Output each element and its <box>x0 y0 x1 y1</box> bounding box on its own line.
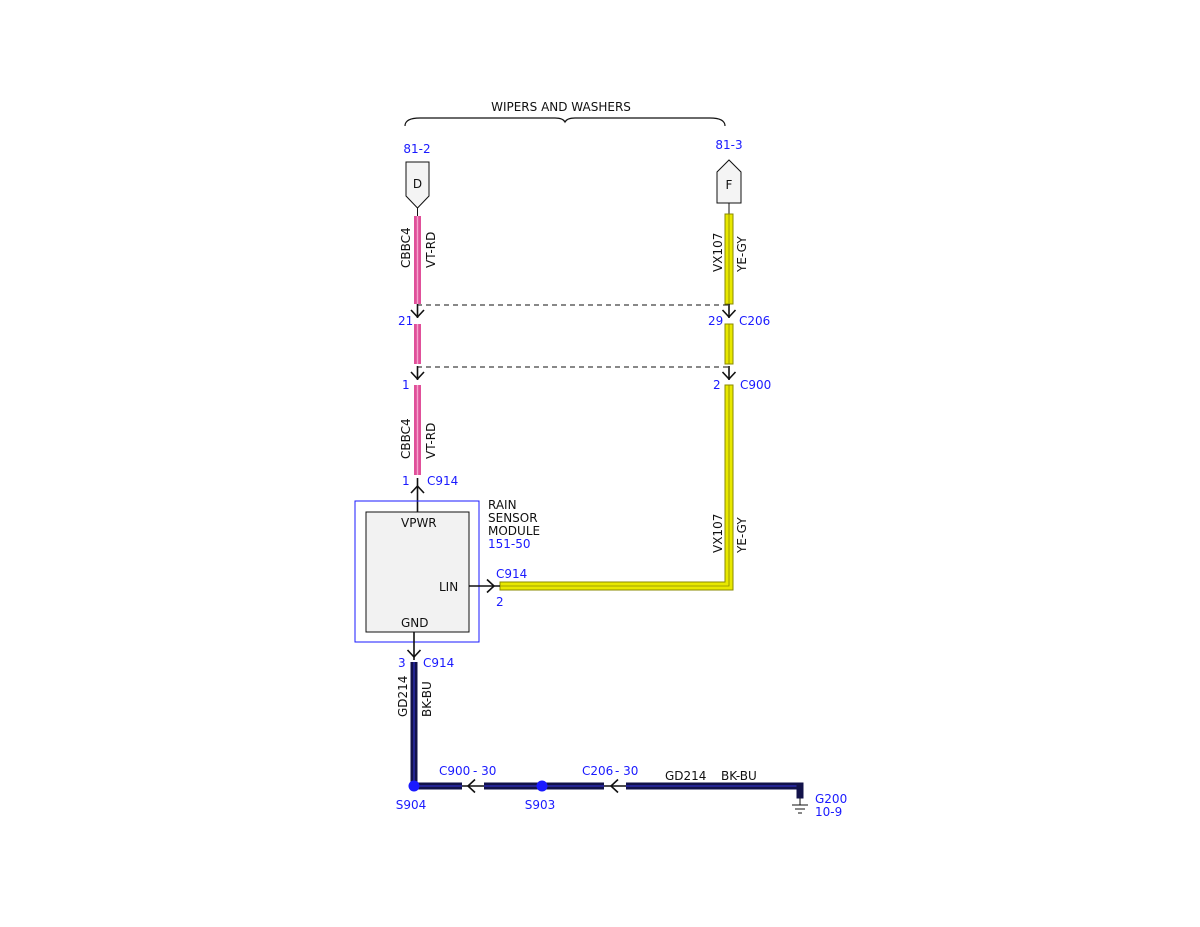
ground-c900-ref[interactable]: - 30 <box>473 764 496 778</box>
ground-c206-label[interactable]: C206 <box>582 764 613 778</box>
ground-c206-ref[interactable]: - 30 <box>615 764 638 778</box>
terminal-d-label: D <box>413 177 422 191</box>
terminal-d-shape <box>405 161 430 209</box>
violet-wire-circuit-bottom: CBBC4 <box>399 418 413 459</box>
yellow-wire-circuit-bottom: VX107 <box>711 514 725 553</box>
ground-wire-color-vertical: BK-BU <box>420 681 434 717</box>
module-inner-box[interactable] <box>365 511 470 633</box>
splice-s904-dot[interactable] <box>408 780 420 792</box>
c914-gnd-pin: 3 <box>398 656 406 670</box>
c206-pin-right: 29 <box>708 314 723 328</box>
c900-label[interactable]: C900 <box>740 378 771 392</box>
c914-vpwr-pin: 1 <box>402 474 410 488</box>
c206-pin-left: 21 <box>398 314 413 328</box>
yellow-wire-color-bottom: YE-GY <box>735 517 749 554</box>
c900-ground-connector-icon <box>462 778 484 794</box>
c900-connector-right-icon <box>721 366 737 381</box>
splice-s903-label[interactable]: S903 <box>525 798 556 812</box>
yellow-wire-circuit-top: VX107 <box>711 233 725 272</box>
module-name-line2: SENSOR <box>488 511 538 525</box>
ground-wire-circuit-vertical: GD214 <box>396 676 410 717</box>
violet-wire-color-top: VT-RD <box>424 232 438 268</box>
c914-lin-pin: 2 <box>496 595 504 609</box>
module-name-line3: MODULE <box>488 524 540 538</box>
left-ref-label[interactable]: 81-2 <box>403 142 430 156</box>
violet-wire-circuit-top: CBBC4 <box>399 227 413 268</box>
c206-label[interactable]: C206 <box>739 314 770 328</box>
terminal-f-shape <box>716 159 742 204</box>
title-brace <box>404 117 726 127</box>
c914-gnd-label[interactable]: C914 <box>423 656 454 670</box>
splice-s904-label[interactable]: S904 <box>396 798 427 812</box>
c914-vpwr-label[interactable]: C914 <box>427 474 458 488</box>
terminal-f-label: F <box>726 178 733 192</box>
right-ref-label[interactable]: 81-3 <box>715 138 742 152</box>
module-pin-lin: LIN <box>439 580 458 594</box>
c206-ground-connector-icon <box>604 778 626 794</box>
c914-gnd-connector-icon <box>406 632 422 660</box>
c206-connector-left-icon <box>410 304 425 319</box>
ground-point-label[interactable]: G200 <box>815 792 847 806</box>
ground-symbol-icon <box>792 798 808 814</box>
module-ref-link[interactable]: 151-50 <box>488 537 531 551</box>
title-text: WIPERS AND WASHERS <box>491 100 631 114</box>
yellow-wire-color-top: YE-GY <box>735 236 749 273</box>
module-pin-vpwr: VPWR <box>401 516 437 530</box>
ground-wire-circuit-horizontal: GD214 <box>665 769 706 783</box>
ground-wire-color-horizontal: BK-BU <box>721 769 757 783</box>
c900-connector-left-icon <box>410 366 425 381</box>
c914-vpwr-connector-icon <box>410 478 425 512</box>
c206-connector-right-icon <box>721 304 737 319</box>
c914-lin-label[interactable]: C914 <box>496 567 527 581</box>
c900-pin-right: 2 <box>713 378 721 392</box>
module-outer-box <box>354 500 480 643</box>
module-name-line1: RAIN <box>488 498 517 512</box>
c900-pin-left: 1 <box>402 378 410 392</box>
splice-s903-dot[interactable] <box>536 780 548 792</box>
module-pin-gnd: GND <box>401 616 429 630</box>
ground-point-ref[interactable]: 10-9 <box>815 805 842 819</box>
violet-wire-color-bottom: VT-RD <box>424 423 438 459</box>
c914-lin-connector-icon <box>469 578 500 594</box>
ground-c900-label[interactable]: C900 <box>439 764 470 778</box>
violet-wire[interactable] <box>414 216 421 475</box>
